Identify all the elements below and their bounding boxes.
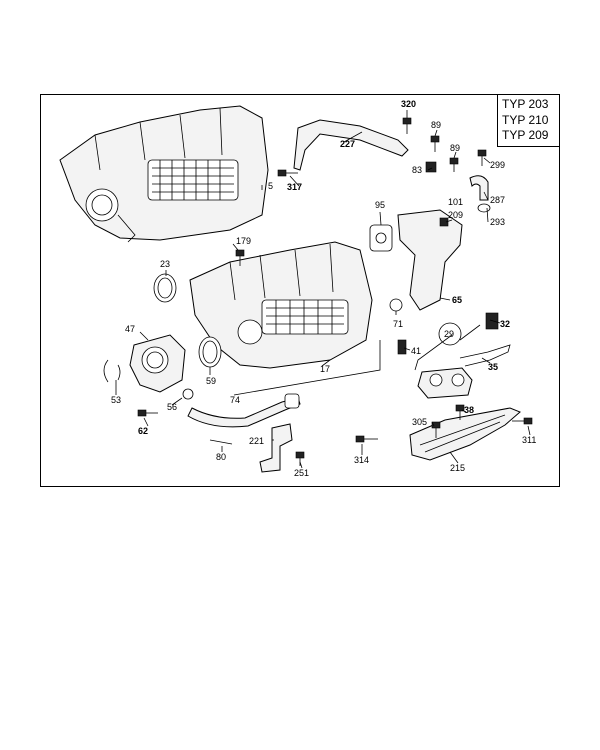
callout-179: 179 bbox=[236, 236, 251, 246]
callout-227: 227 bbox=[340, 139, 355, 149]
gaskets-drawing bbox=[153, 203, 491, 400]
callout-56: 56 bbox=[167, 402, 177, 412]
callout-71: 71 bbox=[393, 319, 403, 329]
callout-80: 80 bbox=[216, 452, 226, 462]
type-line-210: TYP 210 bbox=[502, 112, 549, 127]
callout-17: 17 bbox=[320, 364, 330, 374]
callout-23: 23 bbox=[160, 259, 170, 269]
callout-251: 251 bbox=[294, 468, 309, 478]
callout-83: 83 bbox=[412, 165, 422, 175]
upper-intake-manifold-drawing bbox=[59, 105, 269, 243]
callout-314: 314 bbox=[354, 455, 369, 465]
callout-29: 29 bbox=[444, 329, 454, 339]
callout-305: 305 bbox=[412, 417, 427, 427]
type-line-209: TYP 209 bbox=[502, 128, 549, 142]
callout-59: 59 bbox=[206, 376, 216, 386]
callout-53: 53 bbox=[111, 395, 121, 405]
callout-35: 35 bbox=[488, 362, 498, 372]
heat-shield-drawing bbox=[409, 407, 521, 461]
callout-32: 32 bbox=[500, 319, 510, 329]
callout-317: 317 bbox=[287, 182, 302, 192]
callout-299: 299 bbox=[490, 160, 505, 170]
type-line-203: TYP 203 bbox=[502, 97, 549, 111]
model-type-box: TYP 203 TYP 210 TYP 209 bbox=[497, 94, 560, 147]
callout-labels: 320 89 89 227 299 83 5 317 287 101 209 2… bbox=[111, 99, 536, 478]
bracket-227-drawing bbox=[293, 119, 409, 171]
callout-320: 320 bbox=[401, 99, 416, 109]
callout-65: 65 bbox=[452, 295, 462, 305]
diagram-frame bbox=[40, 94, 560, 487]
egr-assembly-drawing bbox=[369, 175, 489, 311]
throttle-housing-drawing bbox=[103, 334, 186, 393]
bolts-drawing bbox=[137, 117, 533, 466]
bracket-221-drawing bbox=[259, 423, 293, 473]
lower-intake-manifold-drawing bbox=[189, 241, 373, 369]
callout-5: 5 bbox=[268, 181, 273, 191]
callout-62: 62 bbox=[138, 426, 148, 436]
callout-215: 215 bbox=[450, 463, 465, 473]
callout-101: 101 bbox=[448, 197, 463, 207]
callout-41: 41 bbox=[411, 346, 421, 356]
pipe-drawing bbox=[187, 393, 301, 428]
callout-221: 221 bbox=[249, 436, 264, 446]
callout-47: 47 bbox=[125, 324, 135, 334]
callout-311: 311 bbox=[522, 435, 536, 445]
callout-287: 287 bbox=[490, 195, 505, 205]
callout-209: 209 bbox=[448, 210, 463, 220]
callout-circle-29 bbox=[438, 322, 462, 346]
callout-89a: 89 bbox=[431, 120, 441, 130]
callout-38: 38 bbox=[464, 405, 474, 415]
callout-95: 95 bbox=[375, 200, 385, 210]
leader-lines bbox=[115, 110, 531, 469]
callout-293: 293 bbox=[490, 217, 505, 227]
callout-89b: 89 bbox=[450, 143, 460, 153]
callout-74: 74 bbox=[230, 395, 240, 405]
